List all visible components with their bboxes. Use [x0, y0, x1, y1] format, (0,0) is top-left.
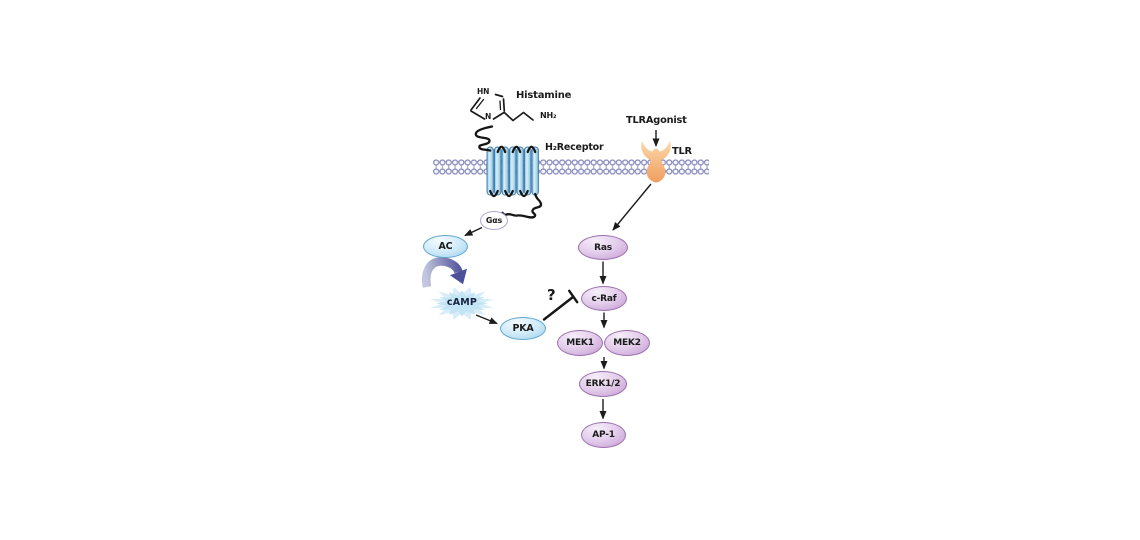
cell-membrane: [433, 159, 709, 175]
node-mek1: MEK1: [557, 330, 603, 356]
h2-receptor-helices: [486, 146, 539, 196]
node-adenylyl-cyclase: AC: [423, 235, 468, 258]
tlr-agonist-label: TLRAgonist: [626, 115, 687, 126]
h2-receptor-label: H₂Receptor: [545, 142, 604, 153]
node-gas-protein: Gαs: [480, 211, 508, 230]
node-c-raf: c-Raf: [581, 286, 627, 311]
curved-arrow-ac-camp: [422, 257, 467, 288]
tlr-label: TLR: [672, 146, 692, 157]
node-erk1-2: ERK1/2: [579, 371, 627, 397]
histamine-ring-n-label: N: [485, 112, 492, 121]
node-mek2: MEK2: [604, 330, 650, 356]
node-ras: Ras: [578, 235, 628, 260]
receptor-loops: [474, 125, 543, 219]
node-pka: PKA: [500, 317, 546, 340]
c-terminus-squiggle: [501, 192, 543, 219]
question-mark-label: ?: [547, 286, 556, 304]
inhibition-pka-craf: [542, 289, 579, 321]
histamine-side-chain: [503, 111, 534, 122]
camp-label: cAMP: [446, 297, 478, 308]
tlr-receptor-shape: [641, 141, 671, 183]
histamine-ring-nh-label: HN: [477, 87, 490, 96]
activation-arrows: [464, 130, 660, 420]
node-ap-1: AP-1: [581, 422, 626, 448]
arrow-camp-pka: [475, 314, 498, 325]
n-terminus-squiggle: [474, 125, 494, 152]
arrow-gas-ac: [464, 226, 483, 237]
histamine-label: Histamine: [516, 90, 572, 101]
histamine-amine-label: NH₂: [540, 111, 557, 120]
arrow-tlr-ras: [612, 183, 652, 231]
camp-starburst: [430, 287, 494, 320]
histamine-structure: [470, 93, 534, 122]
